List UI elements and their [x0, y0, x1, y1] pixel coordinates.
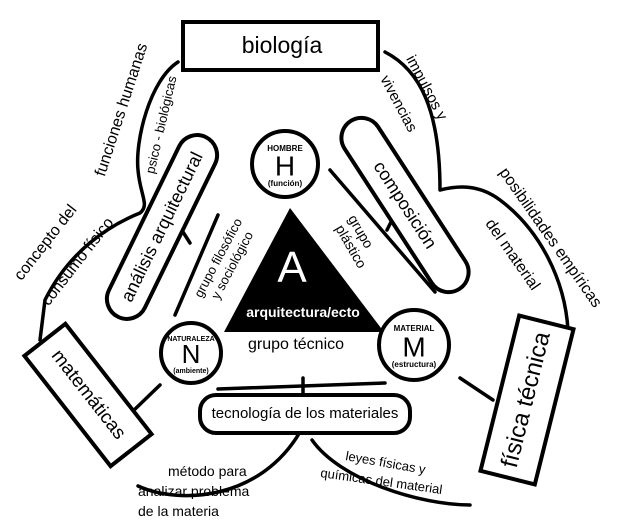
funciones-humanas-label: funciones humanas: [92, 41, 151, 178]
line-plastico: [328, 168, 437, 294]
line-material-fisica: [458, 376, 495, 402]
line-filosofico: [173, 213, 220, 317]
connector-bottom-right: [310, 438, 472, 507]
hombre-letter: H: [275, 150, 295, 181]
grupo-tecnico-label: grupo técnico: [248, 336, 344, 353]
analisis-label: análisis arquitectural: [117, 149, 207, 305]
metodo-line1: método para: [168, 463, 247, 479]
center-glyph: A: [277, 243, 307, 292]
tecnologia-pill: [198, 393, 412, 435]
naturaleza-title: NATURALEZA: [167, 336, 214, 343]
metodo-line2: analizar problema: [138, 483, 249, 499]
tecnologia-label: tecnología de los materiales: [212, 405, 399, 422]
naturaleza-circle: [159, 321, 223, 385]
biologia-label: biología: [242, 32, 323, 58]
connector-biologia-left: [38, 60, 180, 342]
hombre-sub: (función): [268, 179, 303, 188]
hombre-circle: [250, 129, 320, 199]
connector-biologia-right: [383, 50, 570, 332]
matematicas-box: [21, 321, 155, 469]
hombre-title: HOMBRE: [267, 144, 303, 153]
line-naturaleza-matematicas: [130, 383, 162, 414]
material-letter: M: [402, 331, 425, 362]
naturaleza-sub: (ambiente): [173, 368, 208, 375]
posibilidades-label: posibilidades empíricas: [496, 165, 605, 311]
center-triangle: [224, 208, 384, 332]
biologia-box: [181, 20, 380, 72]
material-circle: [377, 308, 451, 382]
naturaleza-letter: N: [182, 339, 201, 369]
fisica-tecnica-box: [478, 313, 576, 487]
line-analisis-tick: [181, 230, 192, 245]
material-title: MATERIAL: [394, 324, 435, 333]
connector-bottom-left: [136, 430, 302, 498]
composicion-pill: [339, 115, 471, 295]
metodo-line3: de la materia: [138, 503, 219, 519]
material-sub: (estructura): [392, 360, 437, 369]
analisis-pill: [104, 133, 220, 321]
center-label: arquitectura/ecto: [246, 304, 360, 320]
